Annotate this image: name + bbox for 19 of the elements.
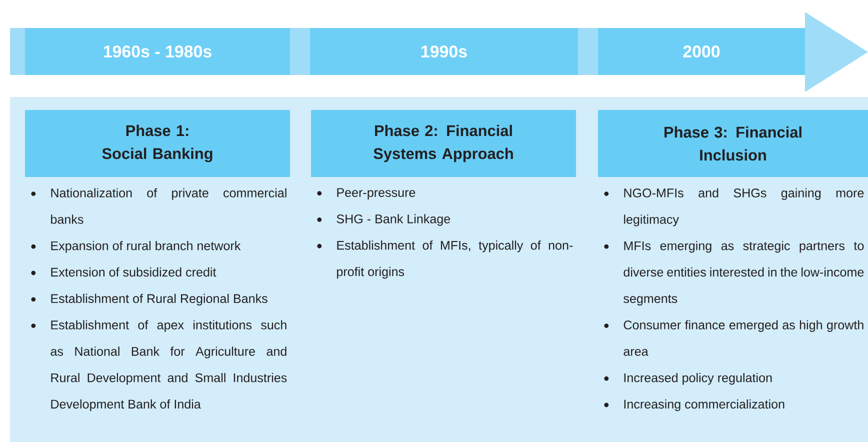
bullet-item: Increasing commercialization (604, 399, 784, 412)
bullet-item: Establishment of Rural Regional Banks (31, 294, 268, 306)
bullet-item: Increased policy regulation (604, 373, 772, 385)
bullet-item: Nationalization of private commercial banks (31, 188, 286, 224)
bullet-item: Consumer finance emerged as high growth area (604, 320, 864, 356)
bullet-item: Peer-pressure (317, 188, 416, 200)
bullet-item: MFIs emerging as strategic partners to diverse entities interested in the low-income segments (604, 241, 864, 306)
timeline-segment: 2000 (598, 28, 805, 75)
phase-heading-box: Phase 3: Financial Inclusion (598, 110, 868, 177)
bullet-item: Establishment of MFIs, typically of non-profit origins (317, 240, 573, 279)
bullet-item: Establishment of apex institutions such as National Bank for Agriculture and Rural Development and Small Industries Development Bank of India (31, 320, 287, 412)
timeline-segment: 1990s (310, 28, 578, 75)
bullet-item: Expansion of rural branch network (31, 241, 241, 253)
bullet-item: NGO-MFIs and SHGs gaining more legitimacy (604, 188, 864, 226)
bullet-item: Extension of subsidized credit (31, 267, 216, 277)
phase-heading-box: Phase 2: Financial Systems Approach (311, 110, 576, 177)
bullet-item: SHG - Bank Linkage (317, 214, 450, 226)
phase-heading-box: Phase 1: Social Banking (25, 110, 290, 177)
timeline-segment: 1960s - 1980s (25, 28, 290, 75)
